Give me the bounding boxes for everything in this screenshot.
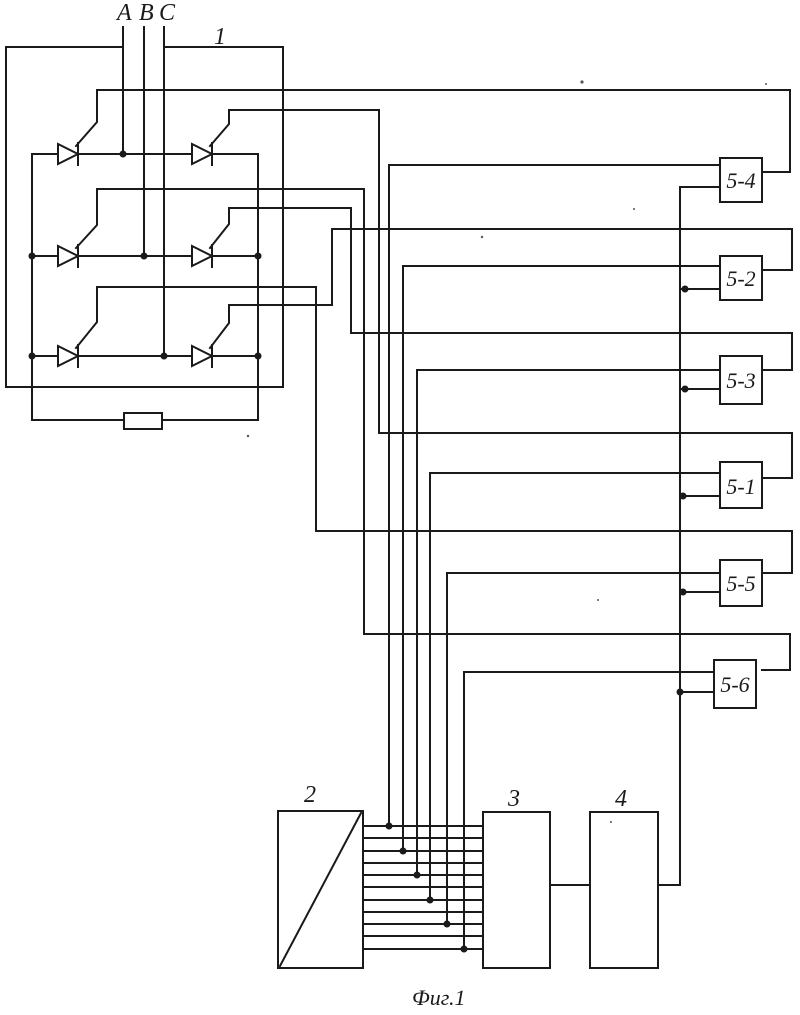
junction-dot — [427, 897, 434, 904]
speck — [597, 599, 599, 601]
junction-dot — [141, 253, 148, 260]
junction-dot — [386, 823, 393, 830]
control-line-5-4 — [389, 165, 720, 826]
driver-block-5-1: 5-1 — [720, 462, 762, 508]
junction-dot — [444, 921, 451, 928]
driver-supply-line — [658, 187, 720, 885]
speck — [580, 80, 583, 83]
speck — [765, 83, 767, 85]
control-line-5-1 — [430, 473, 720, 900]
junction-dot — [461, 946, 468, 953]
driver-label: 5-3 — [726, 368, 755, 393]
block-3-box — [483, 812, 550, 968]
thyristor-2-symbol — [192, 144, 212, 164]
driver-supply-bus — [658, 187, 720, 885]
block-3: 3 — [483, 786, 550, 968]
thyristor-3-symbol — [58, 246, 78, 266]
speck — [247, 435, 249, 437]
thyristor-6-symbol — [192, 346, 212, 366]
driver-label: 5-4 — [726, 168, 755, 193]
block-4-box — [590, 812, 658, 968]
block-2: 2 — [278, 782, 363, 968]
phase-label-b: B — [139, 0, 154, 26]
thyristor-4-symbol — [192, 246, 212, 266]
speck — [481, 236, 483, 238]
thyristor-1 — [58, 90, 790, 172]
thyristor-5-gate-lead — [76, 287, 792, 573]
driver-block-5-4: 5-4 — [720, 158, 762, 202]
junction-dot — [682, 286, 689, 293]
block-4-label: 4 — [615, 786, 627, 812]
driver-block-5-6: 5-6 — [714, 660, 756, 708]
junction-dot — [255, 253, 262, 260]
block-2-label: 2 — [304, 782, 316, 808]
resistor — [124, 413, 162, 429]
thyristor-1-gate-lead — [76, 90, 790, 172]
junction-dot — [161, 353, 168, 360]
junction-dot — [682, 386, 689, 393]
converter-label: 1 — [214, 24, 226, 50]
driver-block-5-3: 5-3 — [720, 356, 762, 404]
speck — [610, 821, 612, 823]
junction-dot — [680, 589, 687, 596]
speck — [633, 208, 635, 210]
control-line-5-2 — [403, 266, 720, 851]
thyristor-1-symbol — [58, 144, 78, 164]
phase-inputs: A B C — [115, 0, 176, 354]
junction-dot — [29, 253, 36, 260]
scan-specks — [247, 80, 767, 823]
driver-label: 5-1 — [726, 474, 755, 499]
thyristor-3-gate-lead — [76, 189, 790, 670]
junction-dot — [414, 872, 421, 879]
junction-dot — [400, 848, 407, 855]
driver-label: 5-2 — [726, 266, 755, 291]
thyristor-5 — [58, 287, 792, 573]
phase-label-a: A — [115, 0, 132, 26]
junction-dot — [255, 353, 262, 360]
driver-control-lines — [389, 165, 720, 949]
junction-dot — [677, 689, 684, 696]
phase-label-c: C — [159, 0, 176, 26]
junction-dot — [29, 353, 36, 360]
thyristor-5-symbol — [58, 346, 78, 366]
control-line-5-3 — [417, 370, 720, 875]
block-3-label: 3 — [507, 786, 520, 812]
junction-dot — [680, 493, 687, 500]
driver-label: 5-6 — [720, 672, 749, 697]
driver-block-5-5: 5-5 — [720, 560, 762, 606]
driver-block-5-2: 5-2 — [720, 256, 762, 300]
driver-label: 5-5 — [726, 571, 755, 596]
junction-dot — [120, 151, 127, 158]
block-4: 4 — [590, 786, 658, 968]
figure-caption: Фиг.1 — [412, 985, 466, 1010]
